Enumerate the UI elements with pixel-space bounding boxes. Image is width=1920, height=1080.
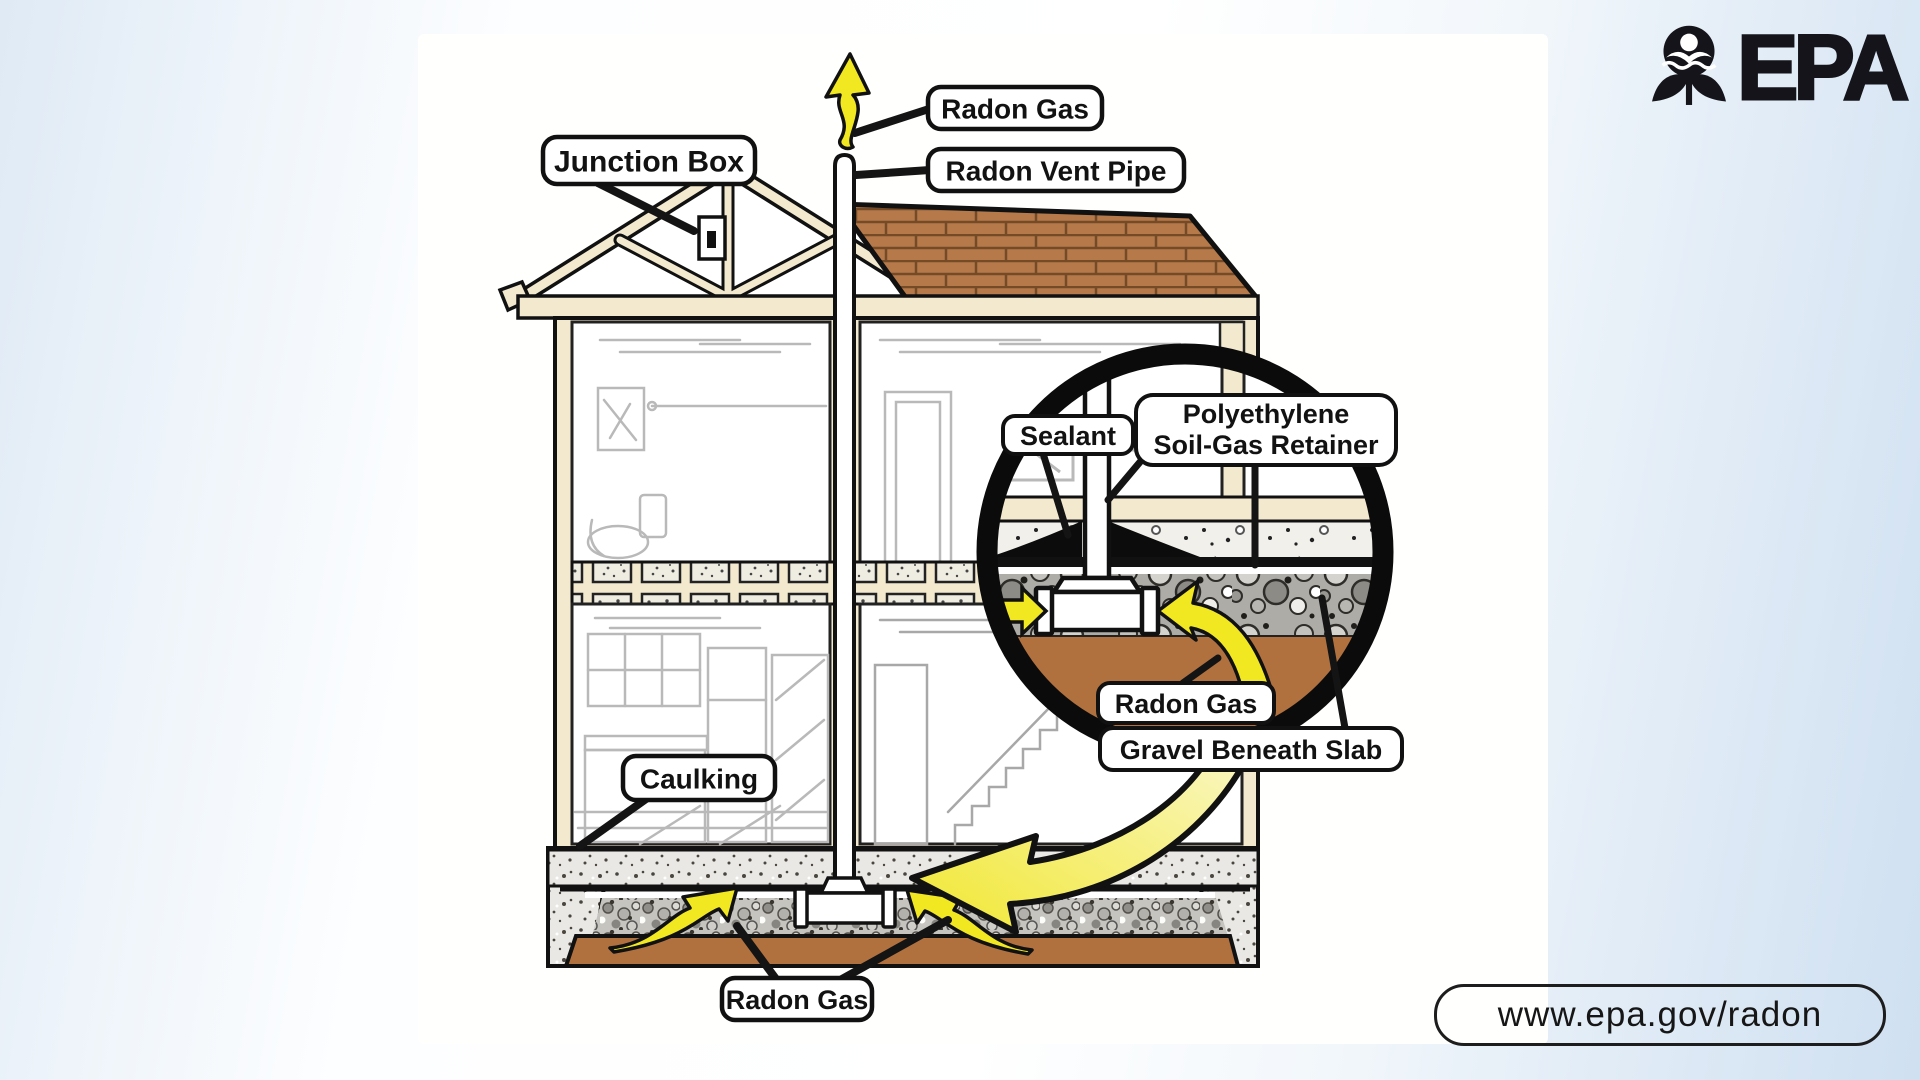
- kitchen-sketch: [573, 616, 830, 846]
- soil-layer: [563, 934, 1241, 968]
- label-junction-box: Junction Box: [540, 134, 758, 187]
- bathroom-sketch: [586, 338, 828, 560]
- radon-gas-top-label: Radon Gas: [941, 94, 1089, 125]
- gravel-layer: [592, 898, 1228, 936]
- shingle-roof: [835, 201, 1260, 301]
- inset-floor-plate: [995, 495, 1375, 523]
- radon-exhaust-arrow: [824, 52, 871, 151]
- gravel-beneath-slab-label: Gravel Beneath Slab: [1120, 735, 1383, 765]
- polyethylene-label-line2: Soil-Gas Retainer: [1153, 430, 1379, 460]
- polyethylene-label-line1: Polyethylene: [1183, 399, 1350, 429]
- label-radon-gas-inset: Radon Gas: [1096, 681, 1276, 725]
- caulking-label: Caulking: [640, 764, 758, 795]
- radon-gas-inset-label: Radon Gas: [1115, 689, 1258, 719]
- epa-radon-url-link[interactable]: www.epa.gov/radon: [1434, 984, 1886, 1046]
- roof-eave-band: [516, 294, 1260, 320]
- epa-logo: EPA: [1645, 17, 1911, 119]
- label-radon-gas-top: Radon Gas: [925, 84, 1105, 132]
- label-gravel-beneath-slab: Gravel Beneath Slab: [1098, 726, 1404, 772]
- foundation: [546, 846, 1260, 968]
- inset-pipe: [1033, 362, 1161, 637]
- inset-retainer-sheet: [995, 557, 1375, 567]
- sealant-label: Sealant: [1020, 421, 1116, 451]
- label-pointers: [576, 104, 952, 983]
- epa-radon-url-text: www.epa.gov/radon: [1497, 995, 1823, 1034]
- radon-gas-bottom-label: Radon Gas: [726, 985, 869, 1015]
- epa-wordmark: EPA: [1735, 17, 1910, 119]
- epa-flower-icon: [1652, 25, 1726, 105]
- junction-box: [697, 215, 727, 261]
- label-caulking: Caulking: [620, 753, 778, 803]
- label-radon-vent-pipe: Radon Vent Pipe: [925, 146, 1187, 194]
- sealant-right: [1108, 521, 1200, 557]
- label-polyethylene: Polyethylene Soil-Gas Retainer: [1134, 393, 1398, 467]
- junction-box-label: Junction Box: [554, 146, 744, 179]
- label-sealant: Sealant: [1001, 414, 1135, 456]
- label-radon-gas-bottom: Radon Gas: [719, 975, 875, 1023]
- sealant-left: [995, 521, 1082, 557]
- radon-vent-pipe: [793, 152, 897, 929]
- inset-label-pointers: [1038, 446, 1349, 732]
- magnifier-sweep-arrow: [909, 717, 1251, 935]
- radon-entry-arrows: [608, 886, 1034, 956]
- radon-vent-pipe-label: Radon Vent Pipe: [946, 156, 1167, 187]
